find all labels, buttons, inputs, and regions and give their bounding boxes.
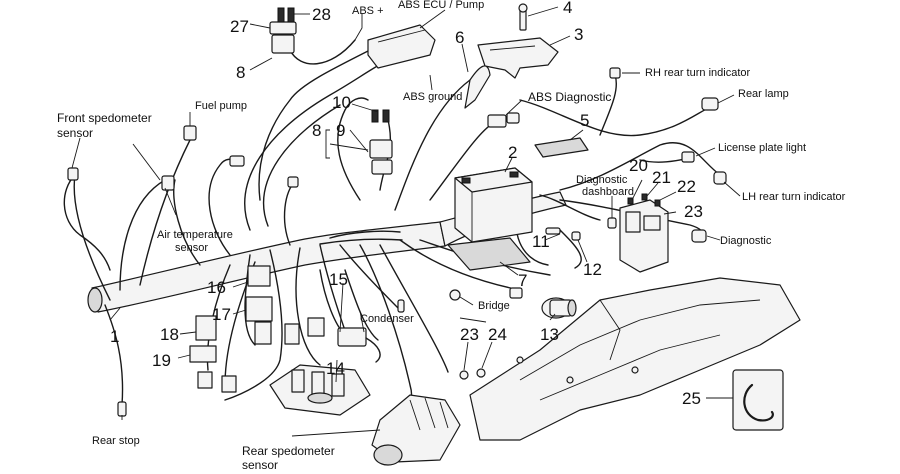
callout-front-speedo-2: sensor	[57, 126, 93, 140]
part-number: 12	[583, 260, 602, 279]
callout-rear-speedo-1: Rear spedometer	[242, 444, 335, 458]
part-number: 23	[460, 325, 479, 344]
part-number: 14	[326, 359, 345, 378]
bridge-cable	[449, 287, 523, 301]
washer-24-25	[459, 368, 486, 380]
callout-abs-diagnostic: ABS Diagnostic	[528, 90, 611, 104]
part-number: 13	[540, 325, 559, 344]
bracket-3	[477, 37, 559, 79]
part-number: 24	[488, 325, 507, 344]
part-number: 10	[332, 93, 351, 112]
strap-6	[464, 65, 491, 109]
horn-13	[541, 297, 577, 319]
callout-rear-stop: Rear stop	[92, 435, 140, 447]
part-number-labels: 27 28 8 4 3 6 10 8 9 5 2 20 21 22 23 11 …	[110, 0, 703, 408]
part-number: 25	[682, 389, 701, 408]
callout-rh-rear-turn: RH rear turn indicator	[645, 67, 750, 79]
callout-front-speedo-1: Front spedometer	[57, 111, 152, 125]
callout-fuel-pump: Fuel pump	[195, 100, 247, 112]
connector-9-top	[269, 7, 297, 54]
callout-diag-dash-1: Diagnostic	[576, 174, 628, 186]
part-number: 9	[336, 121, 345, 140]
callout-condenser: Condenser	[360, 313, 414, 325]
callout-abs-plus: ABS +	[352, 5, 384, 17]
callout-diag-dash-2: dashboard	[582, 186, 634, 198]
plate-7	[447, 237, 531, 271]
part-number: 19	[152, 351, 171, 370]
callout-rear-speedo-2: sensor	[242, 458, 278, 472]
part-number: 16	[207, 278, 226, 297]
part-number: 20	[629, 156, 648, 175]
relays	[189, 265, 325, 393]
part-number: 2	[508, 143, 517, 162]
part-number: 17	[212, 305, 231, 324]
part-number: 22	[677, 177, 696, 196]
part-number: 11	[532, 232, 550, 251]
fuse-box-diagnostic	[619, 193, 669, 273]
part-number: 23	[684, 202, 703, 221]
part-number: 28	[312, 5, 331, 24]
callout-license-plate: License plate light	[718, 142, 806, 154]
part-number: 3	[574, 25, 583, 44]
sensor-connectors	[67, 125, 617, 417]
connector-9-mid	[369, 109, 393, 175]
screw-4	[518, 3, 528, 31]
callout-abs-ground: ABS ground	[403, 91, 462, 103]
part-number: 7	[518, 271, 527, 290]
part-number: 4	[563, 0, 572, 17]
battery-2	[454, 167, 533, 243]
callout-labels: ABS + ABS ECU / Pump ABS ground ABS Diag…	[57, 0, 846, 472]
abs-ecu-pump	[367, 24, 436, 69]
part-number: 6	[455, 28, 464, 47]
callout-lh-rear-turn: LH rear turn indicator	[742, 191, 846, 203]
callout-air-temp-2: sensor	[175, 242, 208, 254]
leader-lines	[71, 6, 741, 437]
part-number: 8	[236, 63, 245, 82]
part-number: 18	[160, 325, 179, 344]
part-number: 15	[329, 270, 348, 289]
callout-diagnostic: Diagnostic	[720, 235, 772, 247]
pad-5	[534, 137, 589, 158]
fuse-holder-14	[269, 364, 371, 416]
callout-abs-ecu: ABS ECU / Pump	[398, 0, 484, 11]
callout-bridge: Bridge	[478, 300, 510, 312]
part-number: 1	[110, 327, 119, 346]
part-number: 8	[312, 121, 321, 140]
part-number: 5	[580, 111, 589, 130]
clip-26-box	[732, 369, 784, 431]
abs-diagnostic-connector	[487, 112, 520, 128]
callout-rear-lamp: Rear lamp	[738, 88, 789, 100]
callout-air-temp-1: Air temperature	[157, 229, 233, 241]
starter-motor	[371, 394, 461, 466]
mudguard-tray	[469, 277, 801, 441]
rear-lamp-connector	[609, 67, 727, 243]
part-number: 27	[230, 17, 249, 36]
condenser-15	[337, 327, 381, 363]
part-number: 21	[652, 168, 671, 187]
